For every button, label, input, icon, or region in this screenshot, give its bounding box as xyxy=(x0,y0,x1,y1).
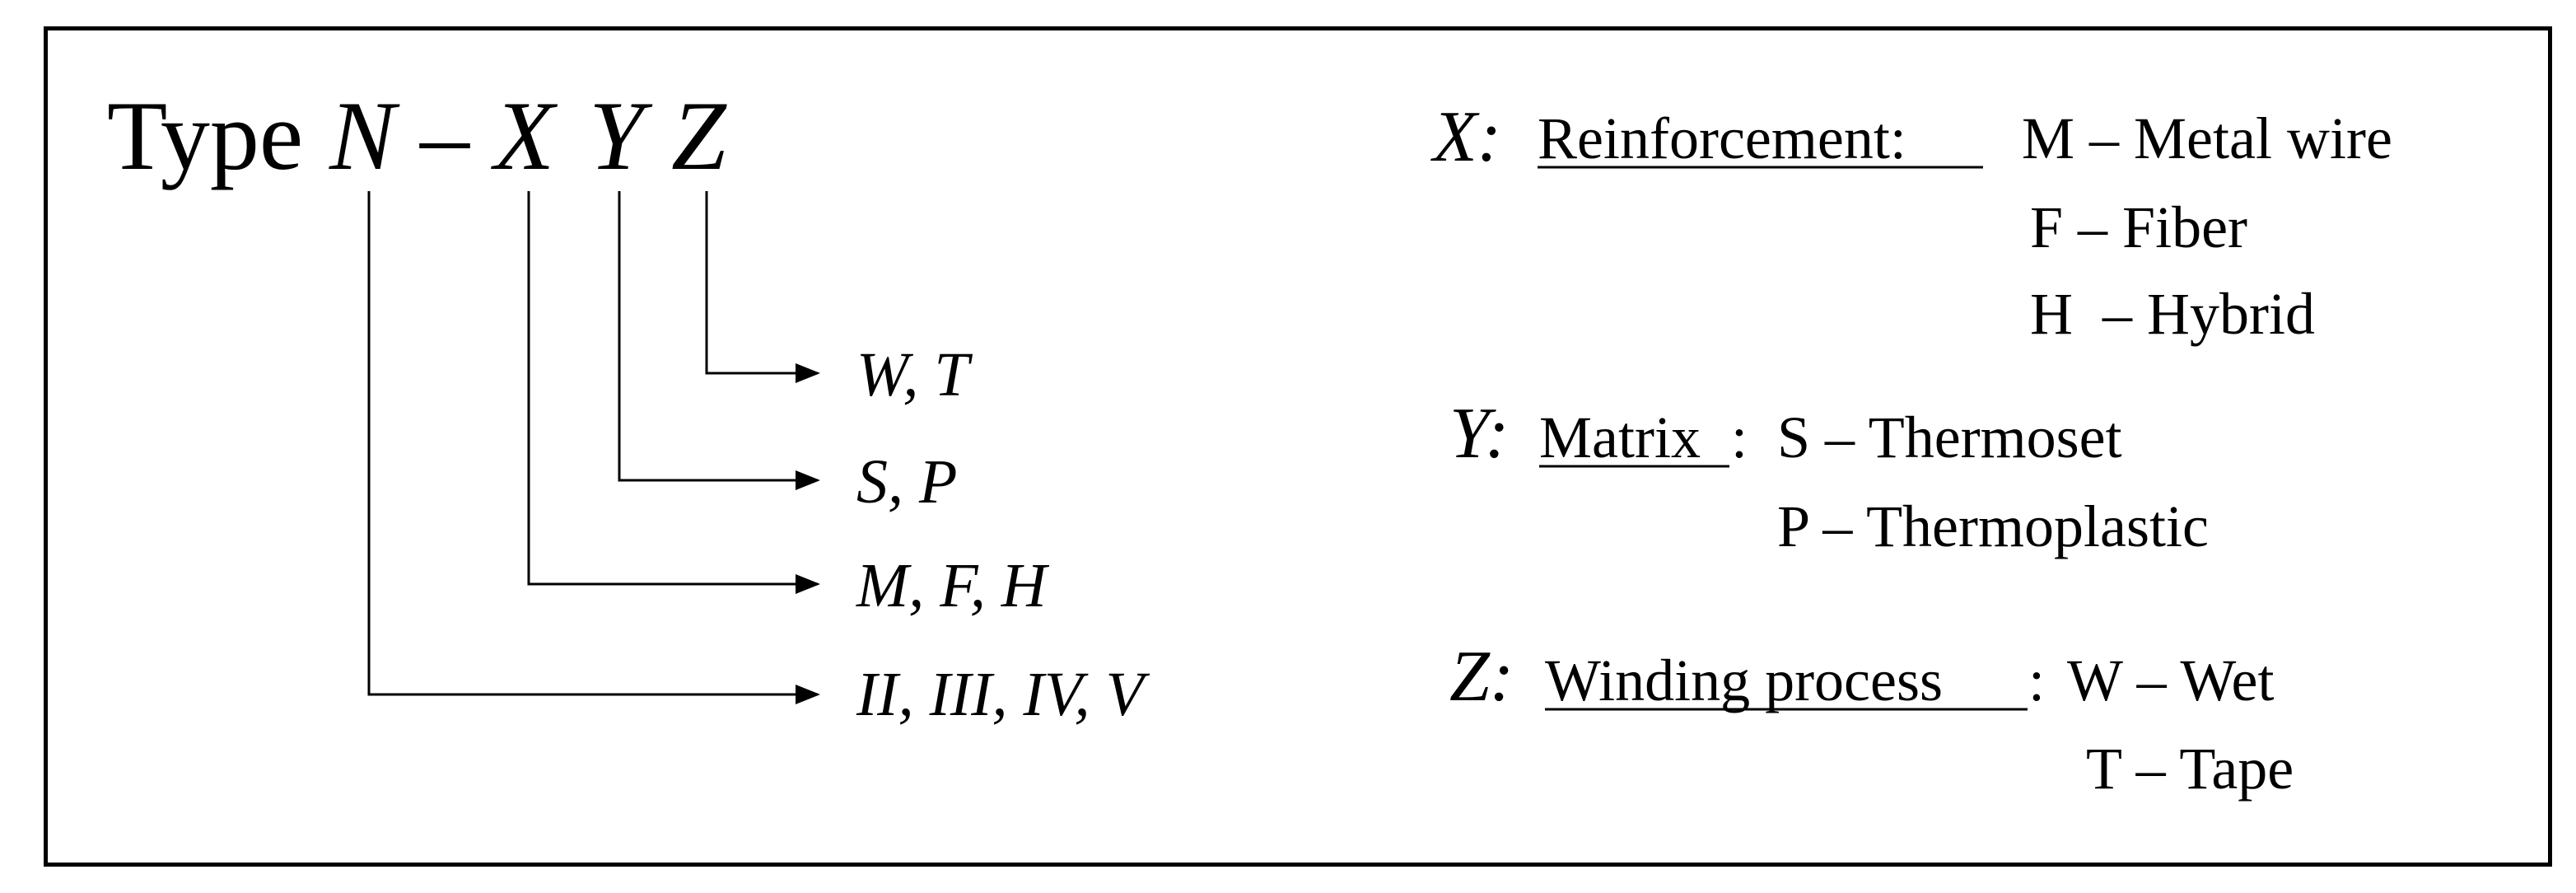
legend-z-heading: Winding process xyxy=(1545,648,1943,713)
connector-x xyxy=(527,191,820,594)
legend-y-option-s: S – Thermoset xyxy=(1777,404,2122,470)
title-type-prefix: Type xyxy=(107,81,303,190)
legend-x-var: X: xyxy=(1430,97,1501,177)
connector-n xyxy=(367,191,820,704)
diagram-border xyxy=(44,26,2552,867)
title-var-n: N xyxy=(329,81,400,190)
connector-z xyxy=(705,191,820,383)
branch-label-x: M, F, H xyxy=(856,551,1050,620)
title-var-z: Z xyxy=(671,81,727,190)
legend-y-colon: : xyxy=(1731,404,1748,470)
branch-label-z: W, T xyxy=(856,340,973,409)
legend-x-option-h: H – Hybrid xyxy=(2030,281,2315,347)
legend-z-var: Z: xyxy=(1449,637,1514,717)
legend-y-heading: Matrix xyxy=(1539,404,1701,470)
connector-y xyxy=(618,191,820,490)
legend-z-option-t: T – Tape xyxy=(2086,736,2294,802)
legend-y-option-p: P – Thermoplastic xyxy=(1777,493,2209,559)
title-dash: – xyxy=(419,81,470,190)
legend-y-var: Y: xyxy=(1449,394,1510,474)
legend-z-colon: : xyxy=(2028,648,2045,713)
title-var-y: Y xyxy=(589,81,653,190)
branch-label-n: II, III, IV, V xyxy=(856,660,1150,729)
legend-z-option-w: W – Wet xyxy=(2067,648,2275,713)
legend-x-heading: Reinforcement: xyxy=(1538,105,1906,171)
title-var-x: X xyxy=(491,81,558,190)
branch-label-y: S, P xyxy=(856,447,957,517)
legend-x-option-f: F – Fiber xyxy=(2030,194,2247,260)
legend-x-option-m: M – Metal wire xyxy=(2022,105,2392,171)
